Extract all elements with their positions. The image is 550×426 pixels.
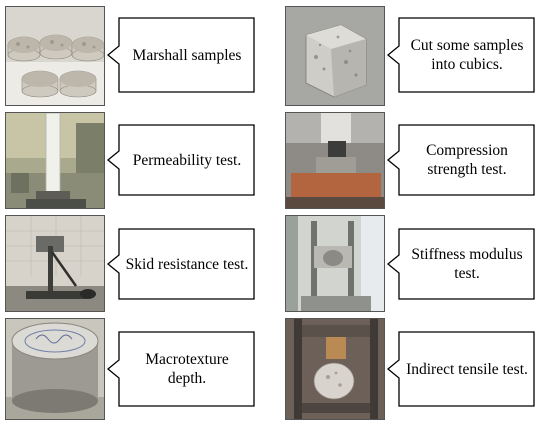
cubic-sample-photo [285, 6, 385, 106]
step-label: Marshall samples [132, 46, 242, 64]
callout-indirect-tensile-test: Indirect tensile test. [386, 331, 535, 407]
callout-compression-strength-test: Compression strength test. [386, 124, 535, 196]
stiffness-modulus-test-photo [285, 215, 385, 312]
step-label: Skid resistance test. [125, 255, 249, 273]
step-label: Stiffness modulus test. [411, 246, 523, 282]
permeability-test-photo [5, 112, 105, 209]
skid-resistance-test-photo [5, 215, 105, 312]
step-label: Cut some samples into cubics. [410, 37, 524, 73]
step-label: Compression strength test. [426, 142, 508, 178]
callout-skid-resistance-test: Skid resistance test. [106, 228, 255, 300]
callout-macrotexture-depth: Macrotexture depth. [106, 331, 255, 407]
callout-marshall-samples: Marshall samples [106, 17, 255, 93]
step-label: Indirect tensile test. [406, 360, 528, 378]
indirect-tensile-test-photo [285, 318, 385, 420]
compression-strength-test-photo [285, 112, 385, 209]
step-label: Permeability test. [132, 151, 242, 169]
macrotexture-depth-photo [5, 318, 105, 420]
callout-stiffness-modulus-test: Stiffness modulus test. [386, 228, 535, 300]
step-label: Macrotexture depth. [145, 351, 229, 387]
callout-cut-cubics: Cut some samples into cubics. [386, 17, 535, 93]
callout-permeability-test: Permeability test. [106, 124, 255, 196]
marshall-samples-photo [5, 6, 105, 106]
